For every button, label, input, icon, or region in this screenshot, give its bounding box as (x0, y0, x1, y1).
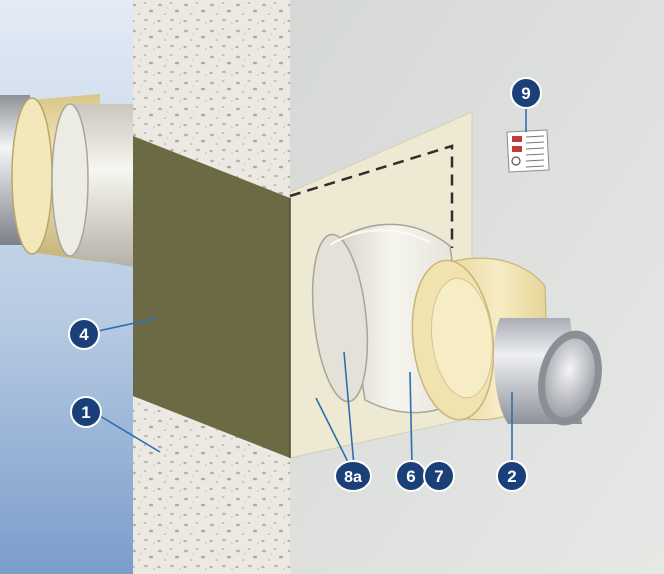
fire-protection-board (133, 136, 290, 458)
callout-badge-4: 4 (68, 318, 100, 350)
callout-label-9: 9 (521, 84, 530, 103)
leader-line-8a-left (315, 397, 351, 467)
callout-label-8a: 8a (344, 469, 362, 486)
callout-label-2: 2 (507, 467, 516, 486)
rock-wool-inner-face (431, 277, 493, 399)
pipe-opening (545, 338, 595, 418)
leader-lines (97, 108, 527, 467)
identification-label-icon (506, 129, 550, 173)
callout-badge-9: 9 (510, 77, 542, 109)
callout-badge-1: 1 (70, 396, 102, 428)
callout-badge-8a: 8a (334, 460, 372, 492)
callout-badge-6: 6 (395, 460, 427, 492)
callout-label-1: 1 (81, 403, 90, 422)
leader-line-1 (99, 415, 161, 453)
callout-badge-7: 7 (423, 460, 455, 492)
steel-pipe-assembly (493, 318, 602, 426)
leader-line-6 (409, 371, 413, 467)
callout-label-7: 7 (434, 467, 443, 486)
left-sleeve (70, 104, 140, 268)
dashed-outline-top (289, 144, 454, 248)
leader-line-4 (97, 317, 159, 332)
callout-label-4: 4 (79, 325, 89, 344)
leader-line-8a-right (343, 351, 355, 467)
left-rock-wool-end (11, 97, 53, 255)
callout-label-6: 6 (406, 467, 415, 486)
sleeve-highlight (329, 229, 431, 246)
left-sleeve-end (51, 103, 89, 257)
callout-badge-2: 2 (496, 460, 528, 492)
left-pipe-assembly (0, 94, 140, 268)
